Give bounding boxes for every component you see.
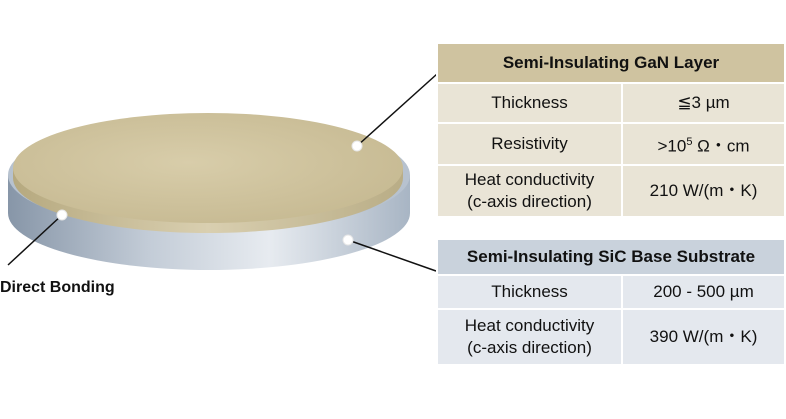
gan-resistivity-label: Resistivity bbox=[435, 122, 624, 166]
gan-resistivity-value: >105 Ω・cm bbox=[621, 122, 786, 166]
gan-thickness-label: Thickness bbox=[435, 82, 624, 124]
table-row: Resistivity >105 Ω・cm bbox=[435, 122, 786, 166]
resistivity-base: >10 bbox=[657, 136, 687, 156]
gan-layer-spec-table: Semi-Insulating GaN Layer Thickness ≦3 µ… bbox=[435, 42, 786, 218]
sic-heat-conductivity-label: Heat conductivity (c-axis direction) bbox=[435, 308, 624, 366]
resistivity-exponent: 5 bbox=[686, 135, 693, 148]
label-line2: (c-axis direction) bbox=[467, 338, 592, 357]
bonding-leader bbox=[7, 209, 68, 266]
table-row: Thickness ≦3 µm bbox=[435, 82, 786, 124]
table-row: Heat conductivity (c-axis direction) 210… bbox=[435, 164, 786, 218]
gan-heat-conductivity-value: 210 W/(m・K) bbox=[621, 164, 786, 218]
sic-thickness-label: Thickness bbox=[435, 274, 624, 310]
label-line2: (c-axis direction) bbox=[467, 192, 592, 211]
label-line1: Heat conductivity bbox=[464, 316, 595, 335]
gan-layer-shape bbox=[13, 113, 403, 233]
table-row: Heat conductivity (c-axis direction) 390… bbox=[435, 308, 786, 366]
sic-table-title: Semi-Insulating SiC Base Substrate bbox=[436, 238, 786, 276]
direct-bonding-label: Direct Bonding bbox=[0, 279, 115, 296]
sic-heat-conductivity-value: 390 W/(m・K) bbox=[621, 308, 786, 366]
gan-heat-conductivity-label: Heat conductivity (c-axis direction) bbox=[435, 164, 624, 218]
resistivity-unit: Ω・cm bbox=[692, 136, 750, 156]
gan-table-title: Semi-Insulating GaN Layer bbox=[436, 42, 786, 84]
sic-substrate-spec-table: Semi-Insulating SiC Base Substrate Thick… bbox=[435, 238, 786, 366]
table-row: Thickness 200 - 500 µm bbox=[435, 274, 786, 310]
sic-leader bbox=[342, 234, 437, 272]
gan-thickness-value: ≦3 µm bbox=[621, 82, 786, 124]
sic-thickness-value: 200 - 500 µm bbox=[621, 274, 786, 310]
gan-leader bbox=[351, 73, 438, 152]
label-line1: Heat conductivity bbox=[464, 170, 595, 189]
